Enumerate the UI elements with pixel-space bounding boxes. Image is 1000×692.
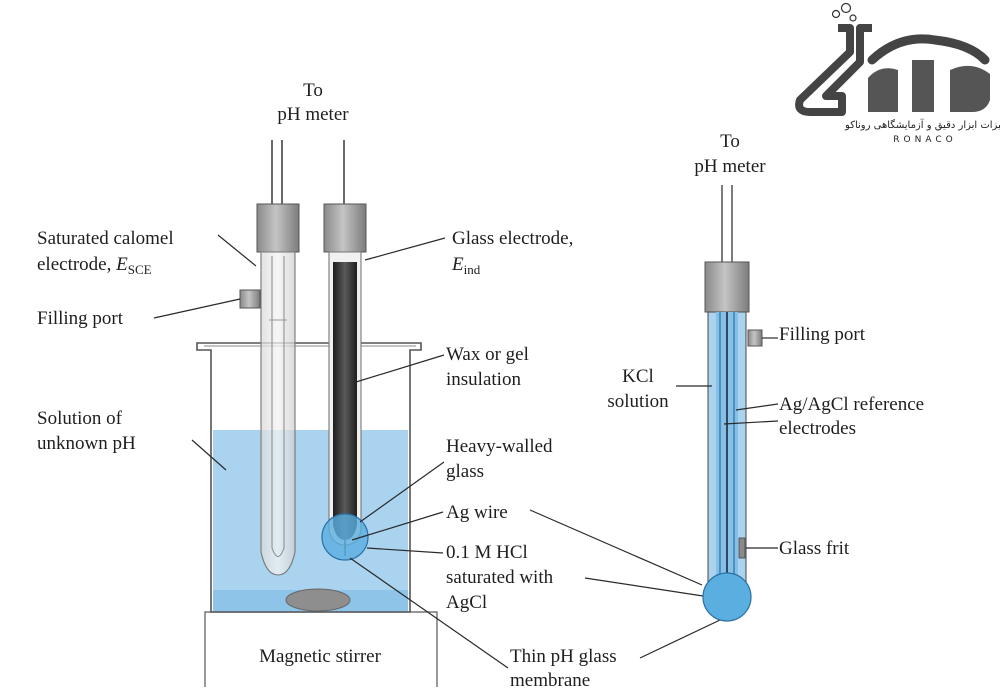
hcl-leader-right <box>584 577 704 597</box>
filling-port-icon <box>239 289 261 309</box>
membrane-leader-right <box>639 619 721 659</box>
agcl-leader-1 <box>735 403 779 411</box>
solution-label-line1: Solution of <box>37 408 123 429</box>
hcl-leader-left <box>366 547 444 554</box>
combination-bulb-icon <box>702 572 752 622</box>
kcl-label-line1: KCl <box>622 366 654 387</box>
wax-label-line1: Wax or gel <box>446 344 529 365</box>
ag-wire-leader-left <box>351 511 444 541</box>
wax-label-line2: insulation <box>446 369 521 390</box>
logo-persian-text: تجهیزات ابزار دقیق و آزمایشگاهی روناکو <box>844 118 1000 131</box>
membrane-label-line2: membrane <box>510 670 590 687</box>
calomel-label-line1: Saturated calomel <box>37 228 174 249</box>
hcl-label-line2: saturated with <box>446 567 554 588</box>
glass-bulb-icon <box>321 513 369 561</box>
kcl-label-line2: solution <box>607 391 669 412</box>
heavy-glass-label-line2: glass <box>446 461 484 482</box>
membrane-label-line1: Thin pH glass <box>510 646 617 667</box>
hcl-label-line3: AgCl <box>446 592 487 613</box>
right-ph-meter-label: pH meter <box>694 156 766 177</box>
left-filling-port-label: Filling port <box>37 308 124 329</box>
heavy-glass-label-line1: Heavy-walled <box>446 436 553 457</box>
left-filling-port-leader <box>153 298 241 319</box>
left-to-label: To <box>303 80 323 101</box>
ag-wire-label: Ag wire <box>446 502 508 523</box>
right-filling-port-icon <box>747 329 763 347</box>
glass-frit-label: Glass frit <box>779 538 850 559</box>
solution-leader <box>191 439 227 471</box>
magnetic-stirrer: Magnetic stirrer <box>204 611 438 692</box>
combination-electrode <box>702 185 763 622</box>
left-ph-meter-label: pH meter <box>277 104 349 125</box>
glass-electrode-leader <box>364 237 446 261</box>
logo-latin-text: RONACO <box>893 135 956 145</box>
agcl-leader-2 <box>723 420 779 425</box>
right-filling-port-label: Filling port <box>779 324 866 345</box>
glass-electrode <box>323 140 367 556</box>
agcl-label-line1: Ag/AgCl reference <box>779 394 924 415</box>
heavy-glass-leader <box>359 461 445 523</box>
calomel-label-line2: electrode, ESCE <box>37 254 152 277</box>
solution-label-line2: unknown pH <box>37 433 136 454</box>
glass-electrode-label-line1: Glass electrode, <box>452 228 573 249</box>
glass-frit-icon <box>738 537 746 559</box>
membrane-leader-left <box>349 557 509 669</box>
stir-bar-icon <box>285 588 351 612</box>
beaker <box>196 342 422 613</box>
stirrer-label: Magnetic stirrer <box>259 646 382 667</box>
ronaco-logo: تجهیزات ابزار دقیق و آزمایشگاهی روناکو R… <box>795 2 1000 145</box>
hcl-label-line1: 0.1 M HCl <box>446 542 528 563</box>
glass-electrode-label-line2: Eind <box>451 254 481 277</box>
agcl-label-line2: electrodes <box>779 418 856 439</box>
right-to-label: To <box>720 131 740 152</box>
ag-wire-leader-right <box>529 509 703 586</box>
calomel-electrode <box>239 140 300 576</box>
wax-leader <box>355 354 445 383</box>
calomel-leader <box>217 234 257 267</box>
